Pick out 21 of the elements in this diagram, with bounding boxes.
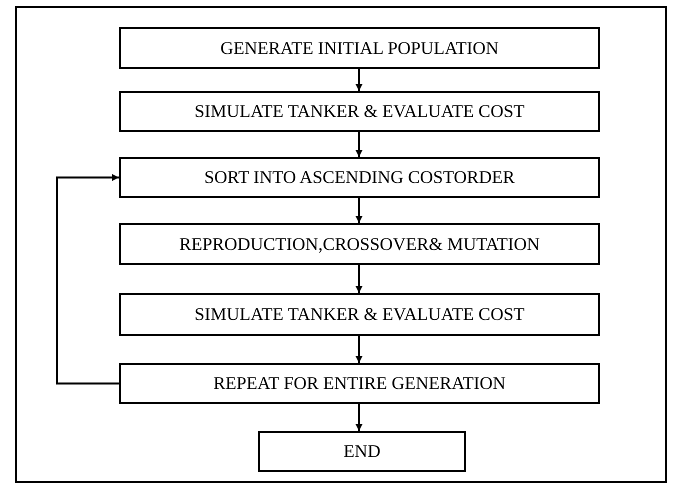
arrow <box>356 336 362 363</box>
process-box <box>119 157 600 198</box>
arrow <box>56 174 119 384</box>
process-box <box>119 293 600 336</box>
process-box <box>119 27 600 69</box>
arrow <box>356 69 362 91</box>
step-text: GENERATE INITIAL POPULATION <box>220 38 499 58</box>
arrow <box>356 404 362 431</box>
step-text: REPEAT FOR ENTIRE GENERATION <box>213 373 506 394</box>
step-text: SIMULATE TANKER & EVALUATE COST <box>194 304 524 325</box>
process-box <box>119 91 600 132</box>
process-box <box>119 223 600 265</box>
arrow <box>356 132 362 157</box>
process-box <box>119 363 600 404</box>
step-text: SORT INTO ASCENDING COSTORDER <box>204 167 515 188</box>
process-box <box>258 431 466 472</box>
step-text: REPRODUCTION,CROSSOVER& MUTATION <box>179 234 540 254</box>
step-text: END <box>344 441 380 462</box>
arrow <box>356 265 362 293</box>
step-text: SIMULATE TANKER & EVALUATE COST <box>194 101 524 122</box>
arrow <box>356 198 362 223</box>
